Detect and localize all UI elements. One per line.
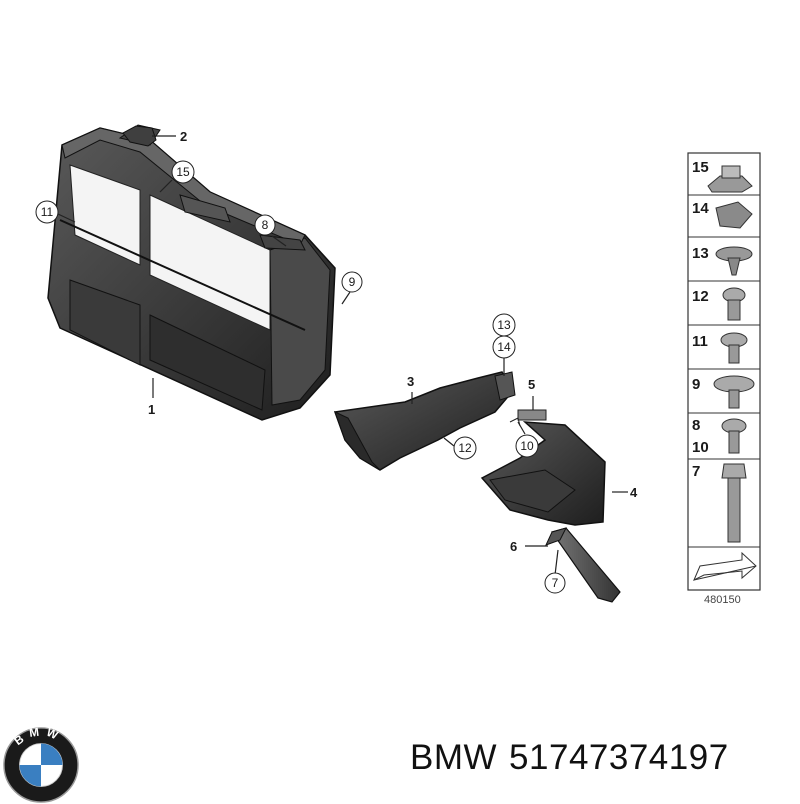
svg-text:4: 4: [630, 485, 638, 500]
svg-text:9: 9: [349, 275, 356, 289]
svg-text:6: 6: [510, 539, 517, 554]
svg-text:2: 2: [180, 129, 187, 144]
fastener-legend: 15 14 13 12 11 9 8 10 7: [687, 152, 761, 591]
svg-text:13: 13: [497, 318, 511, 332]
callout-1: 1: [148, 402, 155, 417]
callout-5: 5: [528, 377, 535, 392]
part-number: 51747374197: [509, 738, 729, 777]
callout-9: 9: [341, 271, 363, 293]
callout-4: 4: [630, 485, 638, 500]
svg-text:5: 5: [528, 377, 535, 392]
grille-frame-part: [47, 124, 336, 421]
svg-text:14: 14: [497, 340, 511, 354]
callout-15: 15: [171, 160, 195, 184]
bmw-logo-icon: BMW: [3, 726, 79, 803]
callout-7: 7: [544, 572, 566, 594]
callout-13: 13: [492, 313, 516, 337]
parts-diagram: 1 2 3 4 5 6 7 8 9 10 11 12 13 14 15: [35, 124, 761, 606]
bracket-part-6: [545, 527, 621, 603]
legend-label-15: 15: [692, 159, 709, 176]
clip-part-5: [517, 409, 547, 421]
long-bolt-icon: [721, 463, 747, 479]
svg-text:12: 12: [458, 441, 472, 455]
callout-3: 3: [407, 374, 414, 389]
legend-label-14: 14: [692, 200, 709, 217]
leader-lines: [57, 135, 628, 576]
brand-name: BMW: [410, 738, 498, 777]
svg-text:8: 8: [262, 218, 269, 232]
bracket-part-2: [122, 125, 157, 147]
spring-nut-icon: [715, 201, 753, 229]
air-guide-part-4: [480, 421, 606, 526]
callout-2: 2: [180, 129, 187, 144]
svg-text:11: 11: [41, 205, 54, 219]
legend-label-13: 13: [692, 245, 709, 262]
callout-10: 10: [515, 434, 539, 458]
svg-text:3: 3: [407, 374, 414, 389]
callout-8: 8: [254, 214, 276, 236]
clip-nut-icon: [707, 175, 753, 193]
callout-12: 12: [453, 436, 477, 460]
legend-label-12: 12: [692, 288, 709, 305]
callout-11: 11: [35, 200, 59, 224]
part-caption: BMW 51747374197: [410, 738, 741, 778]
callout-14: 14: [492, 335, 516, 359]
svg-text:10: 10: [520, 439, 534, 453]
legend-label-7: 7: [692, 463, 700, 480]
air-duct-part-3: [333, 371, 516, 471]
svg-text:15: 15: [176, 165, 190, 179]
svg-text:1: 1: [148, 402, 155, 417]
legend-label-11: 11: [692, 333, 708, 350]
legend-label-10: 10: [692, 439, 709, 456]
callout-6: 6: [510, 539, 517, 554]
svg-text:7: 7: [552, 576, 559, 590]
legend-label-8: 8: [692, 417, 700, 434]
legend-label-9: 9: [692, 376, 700, 393]
diagram-id: 480150: [704, 594, 741, 606]
